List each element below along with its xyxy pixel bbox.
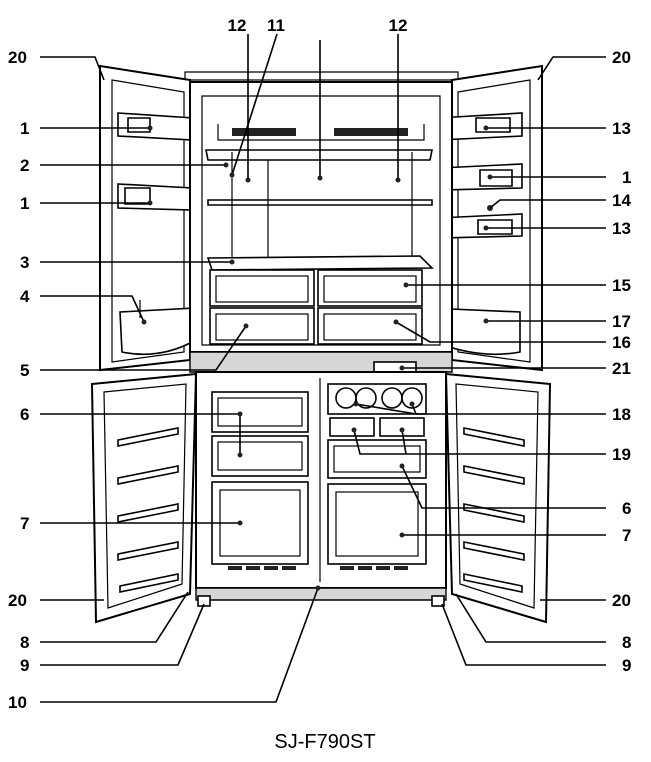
bottom-vent-slots [228, 566, 408, 570]
light-strip-right [334, 128, 408, 136]
callout-right-20-top: 20 [612, 48, 631, 67]
leader-lines [40, 33, 606, 703]
callout-left-3: 3 [20, 253, 29, 272]
crisper-drawer-lower-left [209, 307, 315, 345]
model-name: SJ-F790ST [274, 731, 375, 753]
callout-left-20-top: 20 [8, 48, 27, 67]
callout-right-9: 9 [622, 656, 631, 675]
ice-tray-right [379, 417, 425, 437]
callout-top-12-left: 12 [228, 16, 247, 35]
callout-left-8: 8 [20, 633, 29, 652]
callout-right-13-lower: 13 [612, 219, 631, 238]
callout-left-7: 7 [20, 514, 29, 533]
callout-right-18: 18 [612, 405, 631, 424]
upper-shelf [205, 149, 433, 161]
callout-numbers: 12 11 12 20 1 2 1 3 4 5 6 7 20 8 9 10 20… [8, 16, 631, 712]
callout-right-6: 6 [622, 499, 631, 518]
middle-shelf [207, 199, 433, 206]
base-cover [195, 587, 447, 601]
leader-dots [141, 125, 493, 591]
callout-left-9: 9 [20, 656, 29, 675]
crisper-drawer-lower-right [317, 307, 423, 345]
callout-left-6: 6 [20, 405, 29, 424]
crisper-drawer-upper-left [209, 269, 315, 307]
callout-left-2: 2 [20, 156, 29, 175]
callout-top-12-right: 12 [389, 16, 408, 35]
freezer-drawer-right-2 [327, 483, 427, 565]
callout-left-5: 5 [20, 361, 29, 380]
callout-right-7: 7 [622, 526, 631, 545]
freezer-drawer-left-1 [211, 391, 309, 433]
callout-left-4: 4 [20, 287, 30, 306]
callout-right-21: 21 [612, 359, 631, 378]
callout-right-17: 17 [612, 312, 631, 331]
callout-right-16: 16 [612, 333, 631, 352]
crisper-drawer-upper-right [317, 269, 423, 307]
callout-right-1: 1 [622, 168, 631, 187]
refrigerator-illustration [90, 64, 552, 624]
callout-left-10: 10 [8, 693, 27, 712]
callout-right-13-upper: 13 [612, 119, 631, 138]
left-freezer-door-ribs [117, 427, 179, 593]
bottom-shelf [206, 255, 434, 271]
callout-left-1-lower: 1 [20, 194, 29, 213]
freezer-drawer-left-2 [211, 435, 309, 477]
callout-top-11: 11 [267, 16, 285, 35]
right-freezer-door-ribs [463, 427, 525, 593]
callout-left-20-bottom: 20 [8, 591, 27, 610]
callout-right-20-bottom: 20 [612, 591, 631, 610]
callout-right-8: 8 [622, 633, 631, 652]
light-strip-left [232, 128, 296, 136]
ice-tray-left [329, 417, 375, 437]
callout-left-1-upper: 1 [20, 119, 29, 138]
control-panel [373, 361, 417, 373]
callout-right-19: 19 [612, 445, 631, 464]
callout-right-15: 15 [612, 276, 631, 295]
callout-right-14: 14 [612, 191, 631, 210]
right-foot [431, 595, 445, 607]
